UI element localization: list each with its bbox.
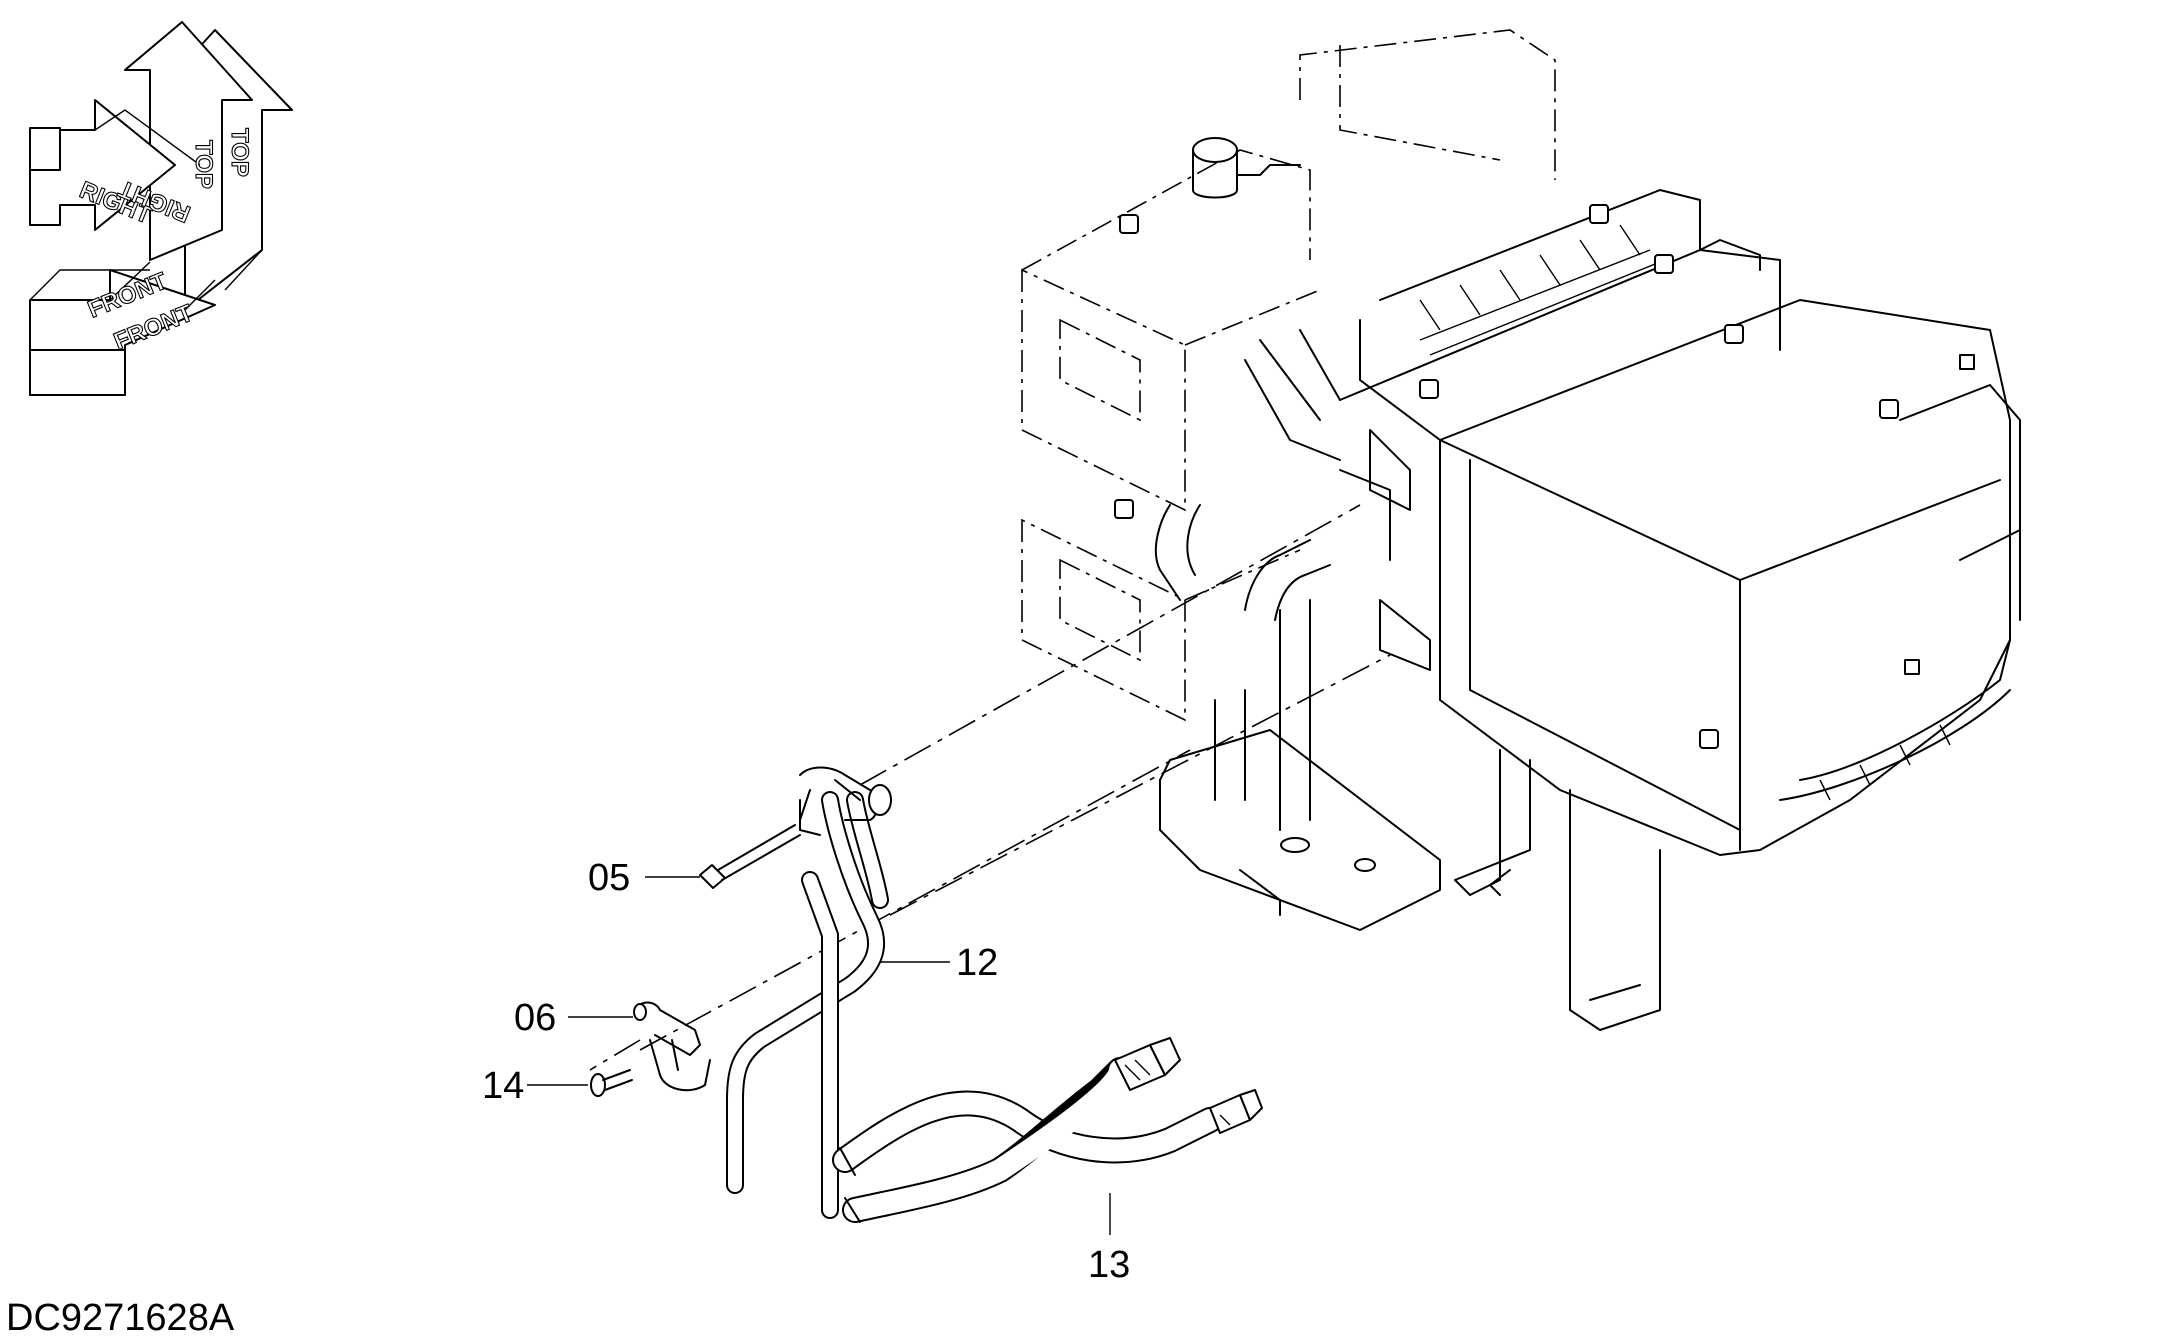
hvac-unit-assembly (1021, 29, 2021, 1031)
callout-12: 12 (956, 942, 998, 984)
clamp-06 (633, 1001, 711, 1092)
top-label-1: TOP (226, 128, 253, 177)
callout-14: 14 (482, 1065, 524, 1107)
callout-06: 06 (514, 997, 556, 1039)
top-label-2: TOP (190, 140, 217, 189)
hose-assembly-13 (832, 1037, 1263, 1223)
callouts: 05 06 12 13 14 (482, 857, 1130, 1286)
callout-05: 05 (588, 857, 630, 899)
heater-pipe-12 (726, 766, 892, 1219)
assembly-center-lines (589, 504, 1391, 1071)
callout-13: 13 (1088, 1244, 1130, 1286)
orientation-indicator: TOP TOP RIGHT RIGHT FRONT FRONT (29, 21, 293, 396)
drawing-id: DC9271628A (6, 1297, 235, 1339)
rivet-14 (590, 1069, 633, 1097)
bolt-05 (699, 824, 801, 889)
